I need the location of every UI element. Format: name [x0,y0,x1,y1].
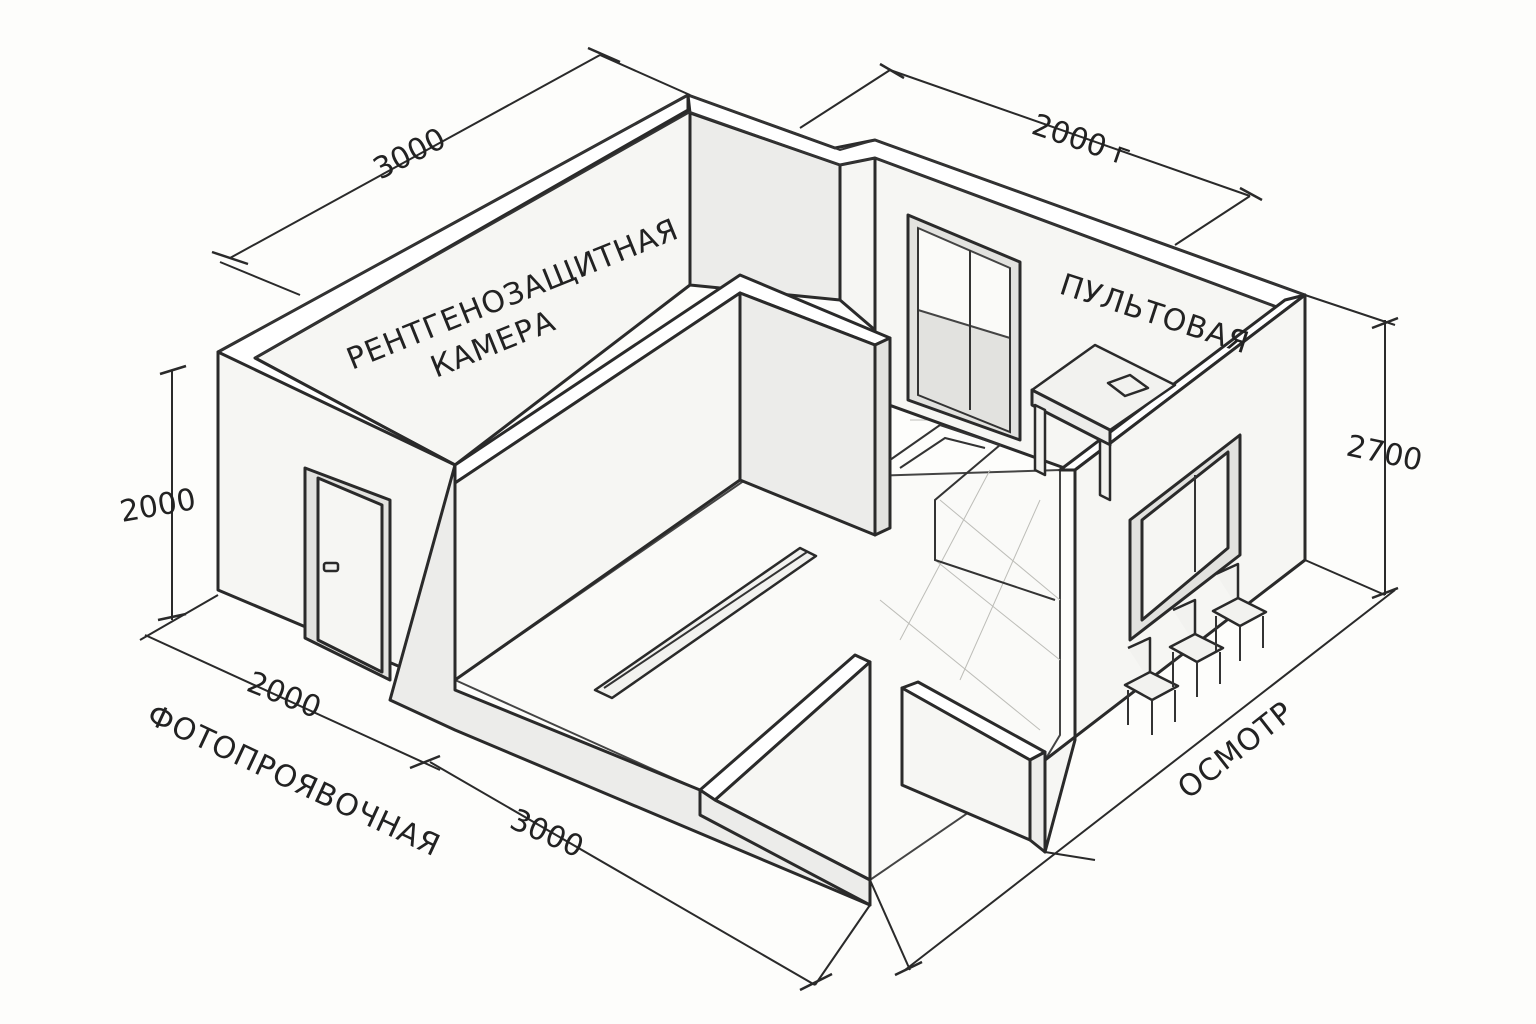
floor-border [889,423,1056,601]
chair [1211,562,1268,661]
dim-top-left: 3000 [368,121,452,187]
chair [1123,636,1180,735]
dim-right-height: 2700 [1343,429,1425,479]
front-partition-right [900,680,1047,854]
dim-bottom-center: 3000 [505,802,589,865]
label-darkroom: ФОТОПРОЯВОЧНАЯ [142,698,446,865]
control-back-wall-face [838,143,877,332]
dim-left-height: 2000 [117,482,198,530]
xray-partition-end [873,336,892,537]
dim-top-right: 2000 г [1027,107,1135,173]
exam-window [1128,433,1242,642]
control-desk [1030,343,1177,502]
label-exam: ОСМОТР [1171,695,1300,807]
desk-book [1106,373,1150,398]
chairs [1123,562,1268,735]
dimension-lines [139,46,1399,992]
floor-rail [593,546,818,700]
chair [1168,598,1225,697]
floor-tiles [879,419,1061,731]
darkroom-door [303,466,392,682]
front-partition-left [698,653,872,907]
dim-bottom-left: 2000 [242,665,326,726]
doorway [906,213,1022,442]
